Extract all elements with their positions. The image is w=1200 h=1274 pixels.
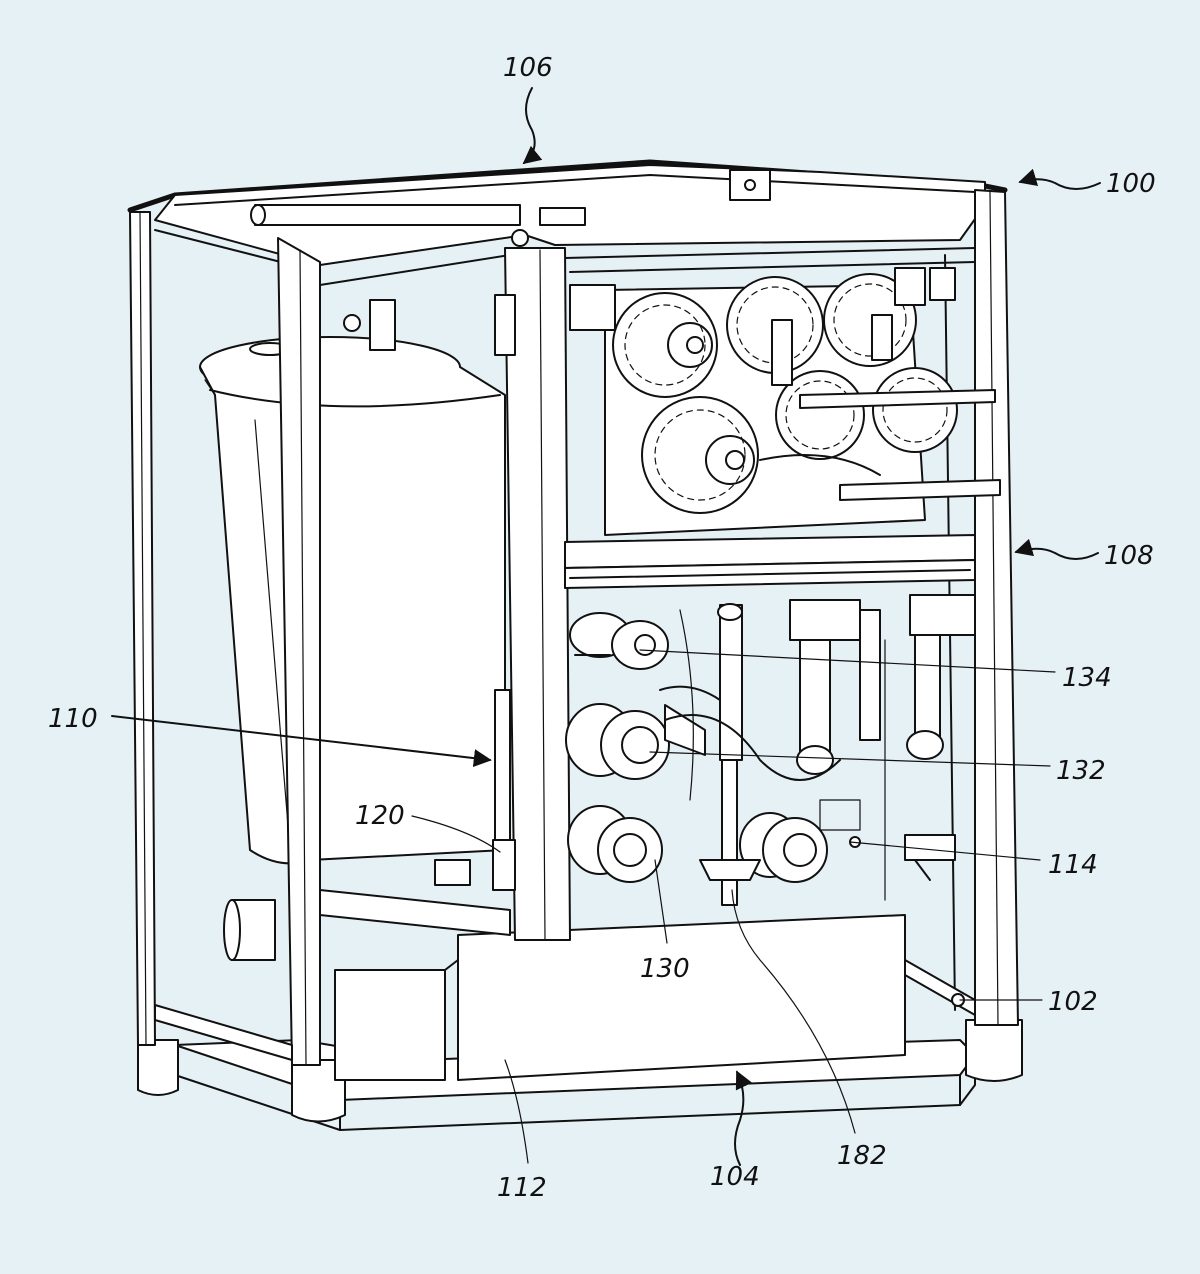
leader-120	[411, 815, 501, 853]
ref-label-110: 110	[48, 704, 98, 734]
vertical-valves	[789, 594, 976, 775]
frame-post-left-front	[277, 237, 321, 1066]
foot-front-right	[965, 1019, 1023, 1082]
frame-post-back-left	[129, 211, 156, 1046]
ref-label-104: 104	[710, 1162, 760, 1192]
ref-label-102: 102	[1048, 987, 1098, 1017]
ref-label-112: 112	[497, 1173, 547, 1203]
leader-106	[522, 87, 543, 165]
valve-134	[569, 612, 669, 670]
ref-label-114: 114	[1048, 850, 1098, 880]
valve-114	[739, 812, 956, 883]
ref-label-106: 106	[503, 53, 553, 83]
frame-lower-rails	[154, 889, 976, 1061]
foot-front-left	[291, 1059, 346, 1123]
ref-label-100: 100	[1106, 169, 1156, 199]
upper-pump-assembly	[569, 267, 1001, 536]
leader-110	[111, 715, 492, 768]
fluid-tank	[199, 336, 506, 865]
leader-134	[639, 649, 1056, 673]
leader-lines	[111, 87, 1101, 1166]
level-sensor-120	[434, 689, 516, 891]
leader-130	[654, 859, 668, 944]
reference-labels: 106 100 108 134 110 132 120 114 130 102 …	[48, 53, 1156, 1203]
ref-label-108: 108	[1104, 541, 1154, 571]
ref-label-132: 132	[1056, 756, 1106, 786]
lower-cylinder	[223, 899, 276, 961]
ref-label-182: 182	[837, 1141, 887, 1171]
leader-100	[1018, 168, 1101, 190]
ref-label-120: 120	[355, 801, 405, 831]
ref-label-130: 130	[640, 954, 690, 984]
leader-104	[734, 1070, 753, 1166]
leader-112	[504, 1059, 529, 1164]
frame-post-right	[974, 189, 1019, 1026]
ref-label-134: 134	[1062, 663, 1112, 693]
hose-lines	[659, 609, 886, 901]
drain-valve-182	[699, 603, 761, 906]
housing-box-112	[334, 914, 906, 1081]
pump-deck-108	[564, 534, 976, 589]
valve-132	[565, 703, 706, 780]
leader-132	[649, 751, 1051, 767]
leader-108	[1014, 538, 1099, 560]
valve-130	[567, 805, 663, 883]
leader-182	[731, 889, 856, 1134]
foot-back-left	[137, 1039, 179, 1096]
tank-lid-fittings	[343, 294, 516, 356]
frame-post-center	[504, 247, 571, 941]
leader-114	[849, 841, 1041, 861]
